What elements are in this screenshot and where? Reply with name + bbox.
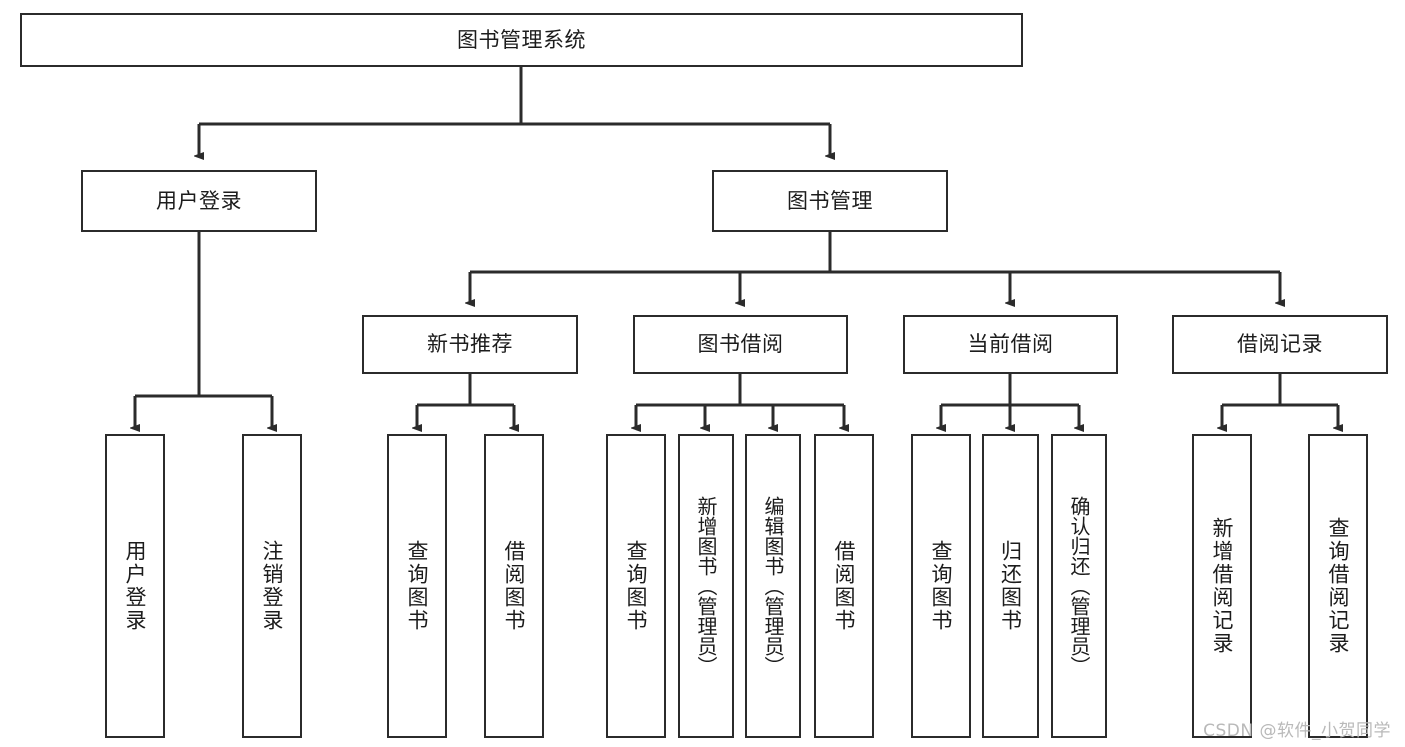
node-label: 图书管理系统 xyxy=(457,27,586,52)
node-label: 查询借阅记录 xyxy=(1326,517,1351,655)
node-user-login[interactable]: 用户登录 xyxy=(81,170,317,232)
node-borrow-records[interactable]: 借阅记录 xyxy=(1172,315,1388,374)
leaf-query-books-current[interactable]: 查询图书 xyxy=(911,434,971,738)
leaf-add-borrow-record[interactable]: 新增借阅记录 xyxy=(1192,434,1252,738)
node-label: 用户登录 xyxy=(123,540,148,632)
node-current-borrow[interactable]: 当前借阅 xyxy=(903,315,1118,374)
node-label: 注销登录 xyxy=(260,540,285,632)
node-label: 图书管理 xyxy=(787,188,873,213)
node-label: 确认归还（管理员） xyxy=(1067,496,1091,676)
node-label: 查询图书 xyxy=(929,540,954,632)
node-label: 查询图书 xyxy=(405,540,430,632)
node-label: 图书借阅 xyxy=(697,332,784,357)
node-label: 查询图书 xyxy=(624,540,649,632)
leaf-return-books[interactable]: 归还图书 xyxy=(982,434,1039,738)
leaf-logout[interactable]: 注销登录 xyxy=(242,434,302,738)
node-label: 归还图书 xyxy=(998,540,1023,632)
leaf-confirm-return-admin[interactable]: 确认归还（管理员） xyxy=(1051,434,1107,738)
node-label: 编辑图书（管理员） xyxy=(761,496,785,676)
node-label: 用户登录 xyxy=(156,188,242,213)
node-book-management[interactable]: 图书管理 xyxy=(712,170,948,232)
node-label: 借阅图书 xyxy=(502,540,527,632)
node-book-borrow[interactable]: 图书借阅 xyxy=(633,315,848,374)
leaf-edit-book-admin[interactable]: 编辑图书（管理员） xyxy=(745,434,801,738)
node-label: 新书推荐 xyxy=(427,332,513,357)
csdn-watermark: CSDN @软件_小贺同学 xyxy=(1203,721,1391,741)
leaf-borrow-books[interactable]: 借阅图书 xyxy=(814,434,874,738)
leaf-query-books-recommend[interactable]: 查询图书 xyxy=(387,434,447,738)
node-label: 当前借阅 xyxy=(967,332,1054,357)
node-label: 新增借阅记录 xyxy=(1210,517,1235,655)
leaf-borrow-books-recommend[interactable]: 借阅图书 xyxy=(484,434,544,738)
leaf-query-borrow-record[interactable]: 查询借阅记录 xyxy=(1308,434,1368,738)
leaf-query-books-borrow[interactable]: 查询图书 xyxy=(606,434,666,738)
node-label: 借阅记录 xyxy=(1237,332,1323,357)
node-label: 借阅图书 xyxy=(832,540,857,632)
node-new-book-recommend[interactable]: 新书推荐 xyxy=(362,315,578,374)
node-label: 新增图书（管理员） xyxy=(694,496,718,676)
leaf-add-book-admin[interactable]: 新增图书（管理员） xyxy=(678,434,734,738)
leaf-user-login[interactable]: 用户登录 xyxy=(105,434,165,738)
node-root-system[interactable]: 图书管理系统 xyxy=(20,13,1023,67)
